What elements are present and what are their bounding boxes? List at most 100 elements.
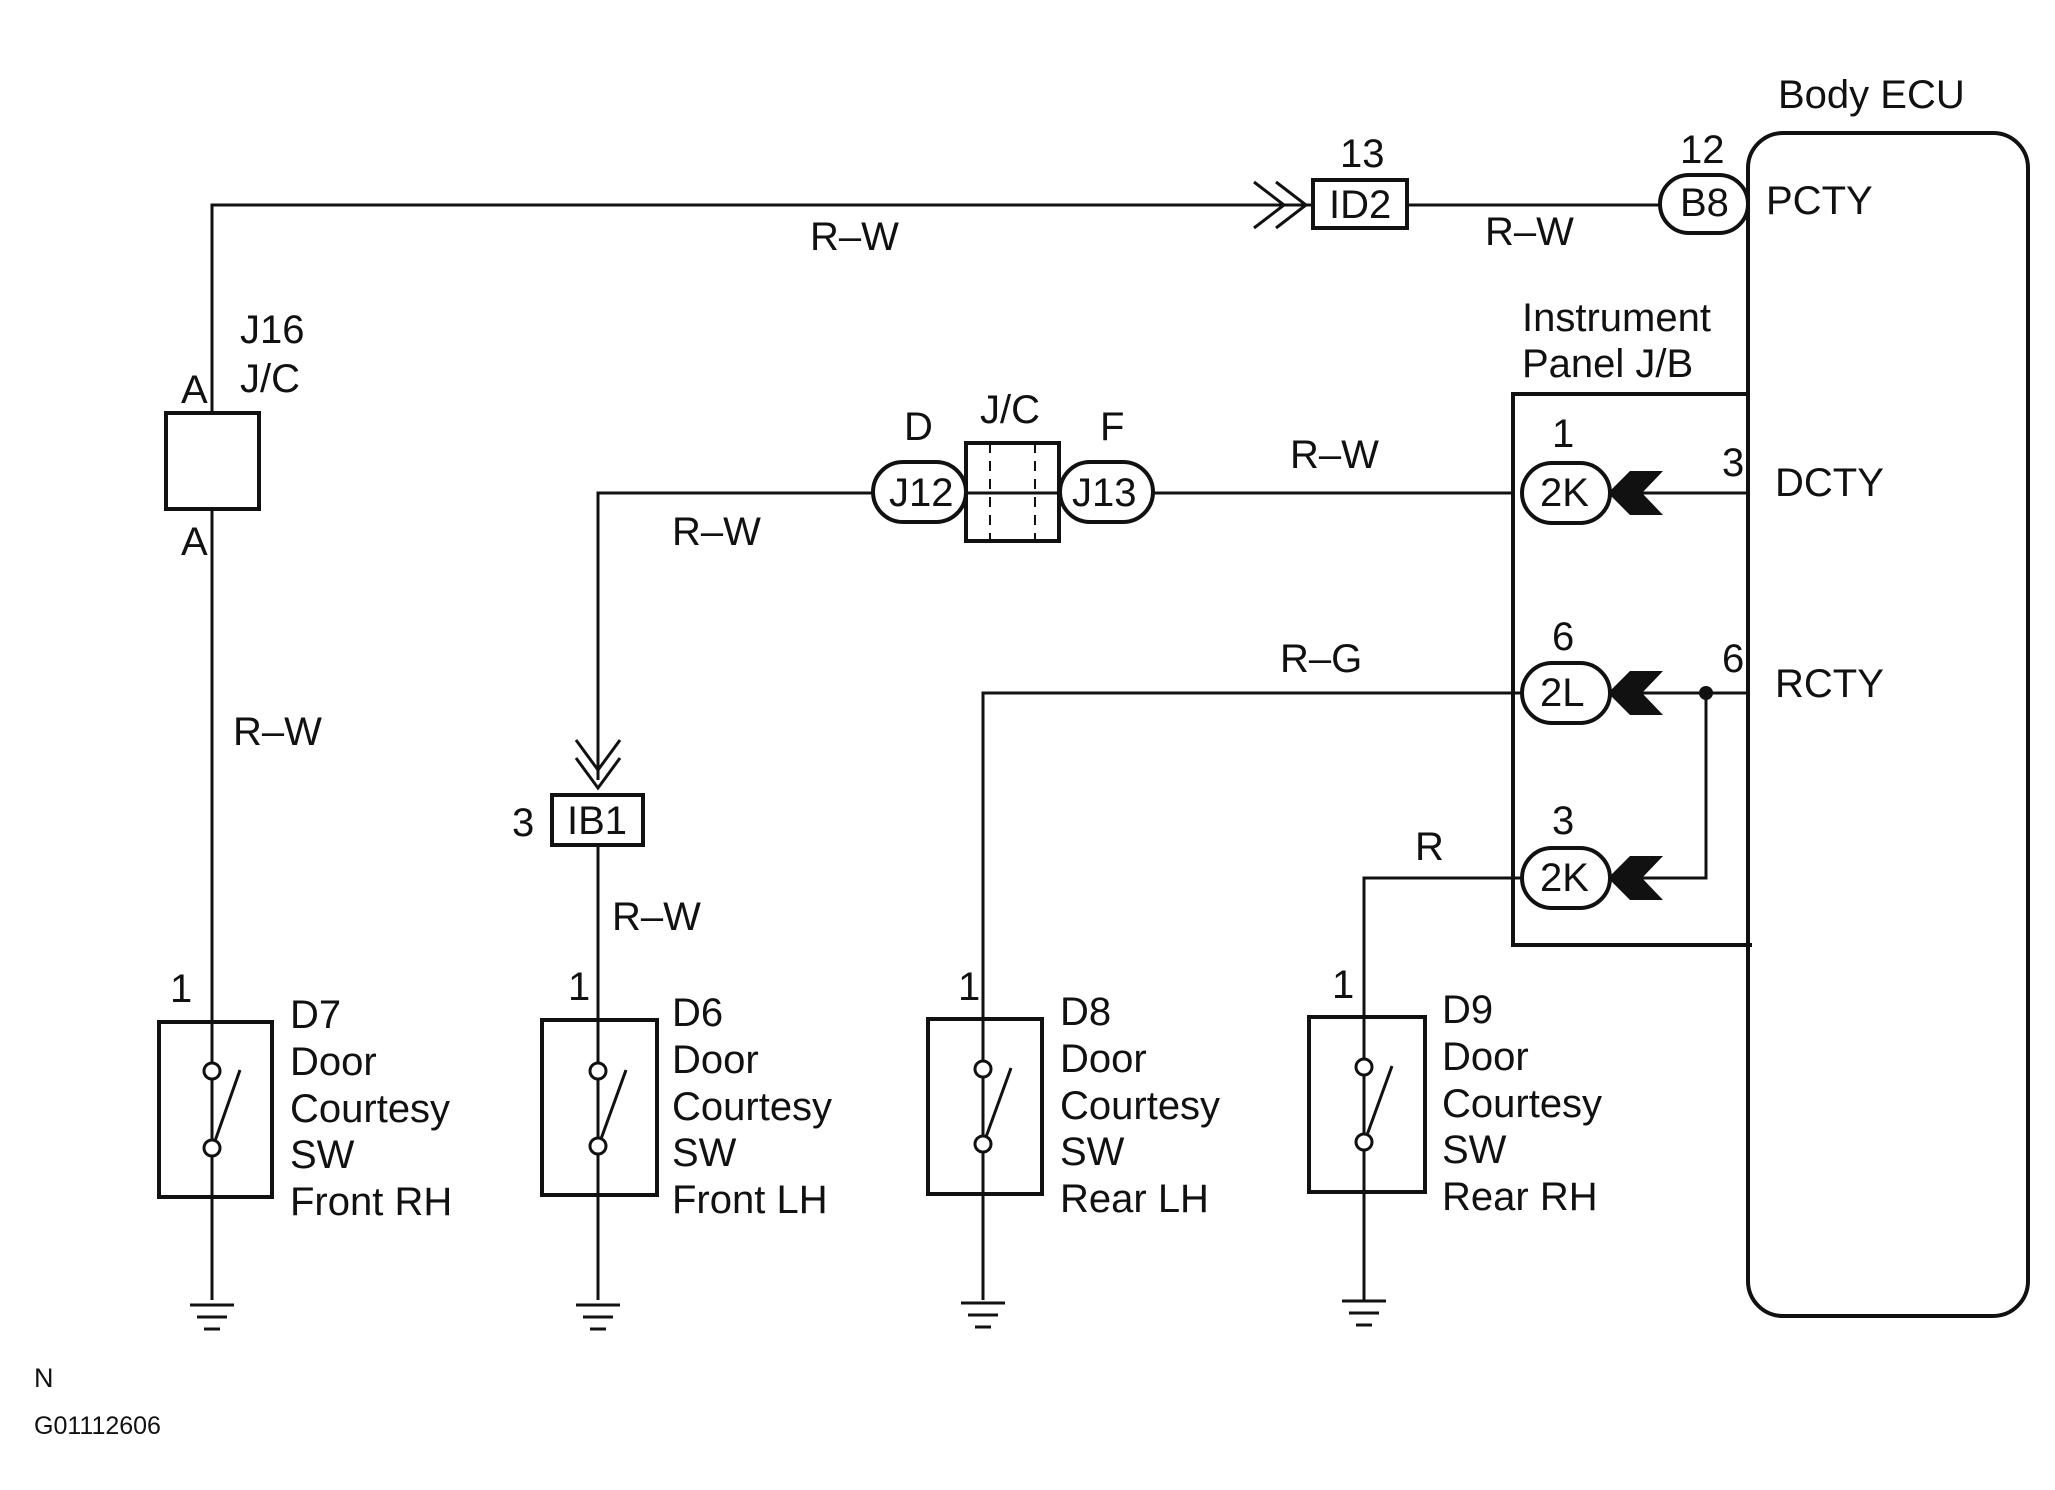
switch-d9-line1: Door [1442, 1035, 1529, 1079]
wire-label-ib1-down: R–W [612, 895, 701, 939]
body-ecu-box [1746, 131, 2030, 1318]
switch-d9-box [1307, 1015, 1427, 1194]
connector-2l-label: 2L [1540, 671, 1585, 715]
connector-b8-label: B8 [1680, 181, 1729, 225]
switch-d7-contact-bottom [202, 1138, 222, 1158]
junction-j16-box [164, 411, 261, 511]
junction-j16-pin-top: A [181, 368, 208, 412]
connector-2k-bottom-label: 2K [1540, 856, 1589, 900]
id2-arrow-inner [1275, 180, 1309, 230]
switch-d6-id: D6 [672, 991, 723, 1035]
junction-j16: J16 J/C A A R–W [164, 308, 322, 754]
rcty-pin: 6 [1722, 637, 1744, 681]
switch-d6-line2: Courtesy [672, 1085, 832, 1129]
switch-d9-line2: Courtesy [1442, 1082, 1602, 1126]
wire-rg [981, 691, 1522, 1300]
wire-rcty-branch [1642, 693, 1708, 880]
top-wire: ID2 13 B8 12 R–W R–W [210, 128, 1750, 1300]
connector-ib1 [550, 793, 645, 847]
switch-d6: 1 D6 Door Courtesy SW Front LH [540, 965, 832, 1331]
switch-d7-box [157, 1020, 274, 1199]
ib1-arrow-inner [574, 757, 622, 791]
switch-d6-blade [599, 1069, 628, 1140]
body-ecu: Body ECU PCTY DCTY RCTY [1746, 73, 2030, 1318]
ecu-pin-rcty: RCTY [1775, 662, 1884, 706]
switch-d8-blade [984, 1067, 1013, 1138]
connector-2l-pin: 6 [1552, 615, 1574, 659]
connector-j12-label: J12 [889, 471, 954, 515]
switch-d7-line4: Front RH [290, 1180, 452, 1224]
switch-d7-blade [213, 1069, 242, 1142]
connector-ib1-label: IB1 [567, 799, 627, 843]
switch-d9-id: D9 [1442, 988, 1493, 1032]
wire-label-j16-down: R–W [233, 710, 322, 754]
junction-jc-left-pin: D [904, 405, 933, 449]
footer-code: G01112606 [34, 1412, 161, 1440]
ground-d7 [190, 1303, 234, 1331]
switch-d7-line2: Courtesy [290, 1087, 450, 1131]
switch-d7-contact-top [202, 1061, 222, 1081]
switch-d6-box [540, 1018, 659, 1197]
connector-2k-bottom-pin: 3 [1552, 799, 1574, 843]
connector-id2-pin: 13 [1340, 132, 1385, 176]
ground-d6 [576, 1303, 620, 1331]
ecu-pin-dcty: DCTY [1775, 461, 1884, 505]
jb-title-line2: Panel J/B [1522, 342, 1693, 386]
switch-d8: 1 D8 Door Courtesy SW Rear LH [926, 965, 1220, 1329]
middle-jc-path: J12 J13 J/C D F R–W R–W IB1 3 R–W [512, 388, 1513, 1300]
id2-arrow-outer [1253, 180, 1287, 230]
junction-j16-pin-bottom: A [181, 520, 208, 564]
switch-d8-line3: SW [1060, 1130, 1125, 1174]
connector-j13-label: J13 [1072, 471, 1137, 515]
switch-d7-id: D7 [290, 993, 341, 1037]
dcty-pin: 3 [1722, 441, 1744, 485]
connector-id2-label: ID2 [1329, 183, 1391, 227]
switch-d8-line4: Rear LH [1060, 1177, 1209, 1221]
dcty-arrow [1608, 471, 1663, 515]
switch-d6-line4: Front LH [672, 1178, 828, 1222]
junction-j16-type: J/C [240, 357, 300, 401]
connector-ib1-pin: 3 [512, 801, 534, 845]
junction-j16-name: J16 [240, 308, 305, 352]
switch-d8-contact-bottom [973, 1134, 993, 1154]
switch-d9-blade [1365, 1065, 1394, 1136]
junction-jc-right-pin: F [1100, 405, 1124, 449]
footer-mark: N [34, 1363, 54, 1393]
ground-d9 [1342, 1299, 1386, 1327]
switch-d9: 1 D9 Door Courtesy SW Rear RH [1307, 963, 1602, 1327]
switch-d8-contact-top [973, 1059, 993, 1079]
wire-ib1-to-j12 [596, 491, 873, 780]
connector-j13 [1058, 460, 1155, 524]
switch-d9-contact-top [1354, 1057, 1374, 1077]
switch-d9-line4: Rear RH [1442, 1175, 1598, 1219]
wire-top [210, 203, 1312, 1300]
switch-d7-line1: Door [290, 1040, 377, 1084]
switch-d9-pin: 1 [1332, 963, 1354, 1007]
ground-d8 [961, 1301, 1005, 1329]
instrument-panel-jb: Instrument Panel J/B [1511, 296, 1752, 947]
switch-d6-line1: Door [672, 1038, 759, 1082]
connector-2k-top-pin: 1 [1552, 412, 1574, 456]
switch-d8-line1: Door [1060, 1037, 1147, 1081]
wire-label-r: R [1415, 825, 1444, 869]
wire-label-jc-left: R–W [672, 510, 761, 554]
switch-d9-contact-bottom [1354, 1132, 1374, 1152]
switch-d6-line3: SW [672, 1131, 737, 1175]
wire-label-top-right: R–W [1485, 210, 1574, 254]
jb-connectors: 2K 1 3 2L 6 6 2K 3 [1520, 412, 1748, 910]
switch-d8-line2: Courtesy [1060, 1084, 1220, 1128]
switch-d7-line3: SW [290, 1133, 355, 1177]
switch-d8-id: D8 [1060, 990, 1111, 1034]
switch-d6-contact-top [588, 1061, 608, 1081]
switch-d8-box [926, 1017, 1044, 1196]
jb-outline [1511, 392, 1752, 947]
wire-label-top: R–W [810, 215, 899, 259]
switch-d6-contact-bottom [588, 1136, 608, 1156]
wire-r [1362, 876, 1522, 1300]
wire-label-jc-right: R–W [1290, 433, 1379, 477]
connector-b8-pin: 12 [1680, 128, 1725, 172]
connector-2k-top [1520, 461, 1612, 525]
rcty-arrow-bottom [1608, 856, 1663, 900]
switch-d7-pin: 1 [170, 967, 192, 1011]
ib1-arrow-outer [574, 739, 622, 773]
